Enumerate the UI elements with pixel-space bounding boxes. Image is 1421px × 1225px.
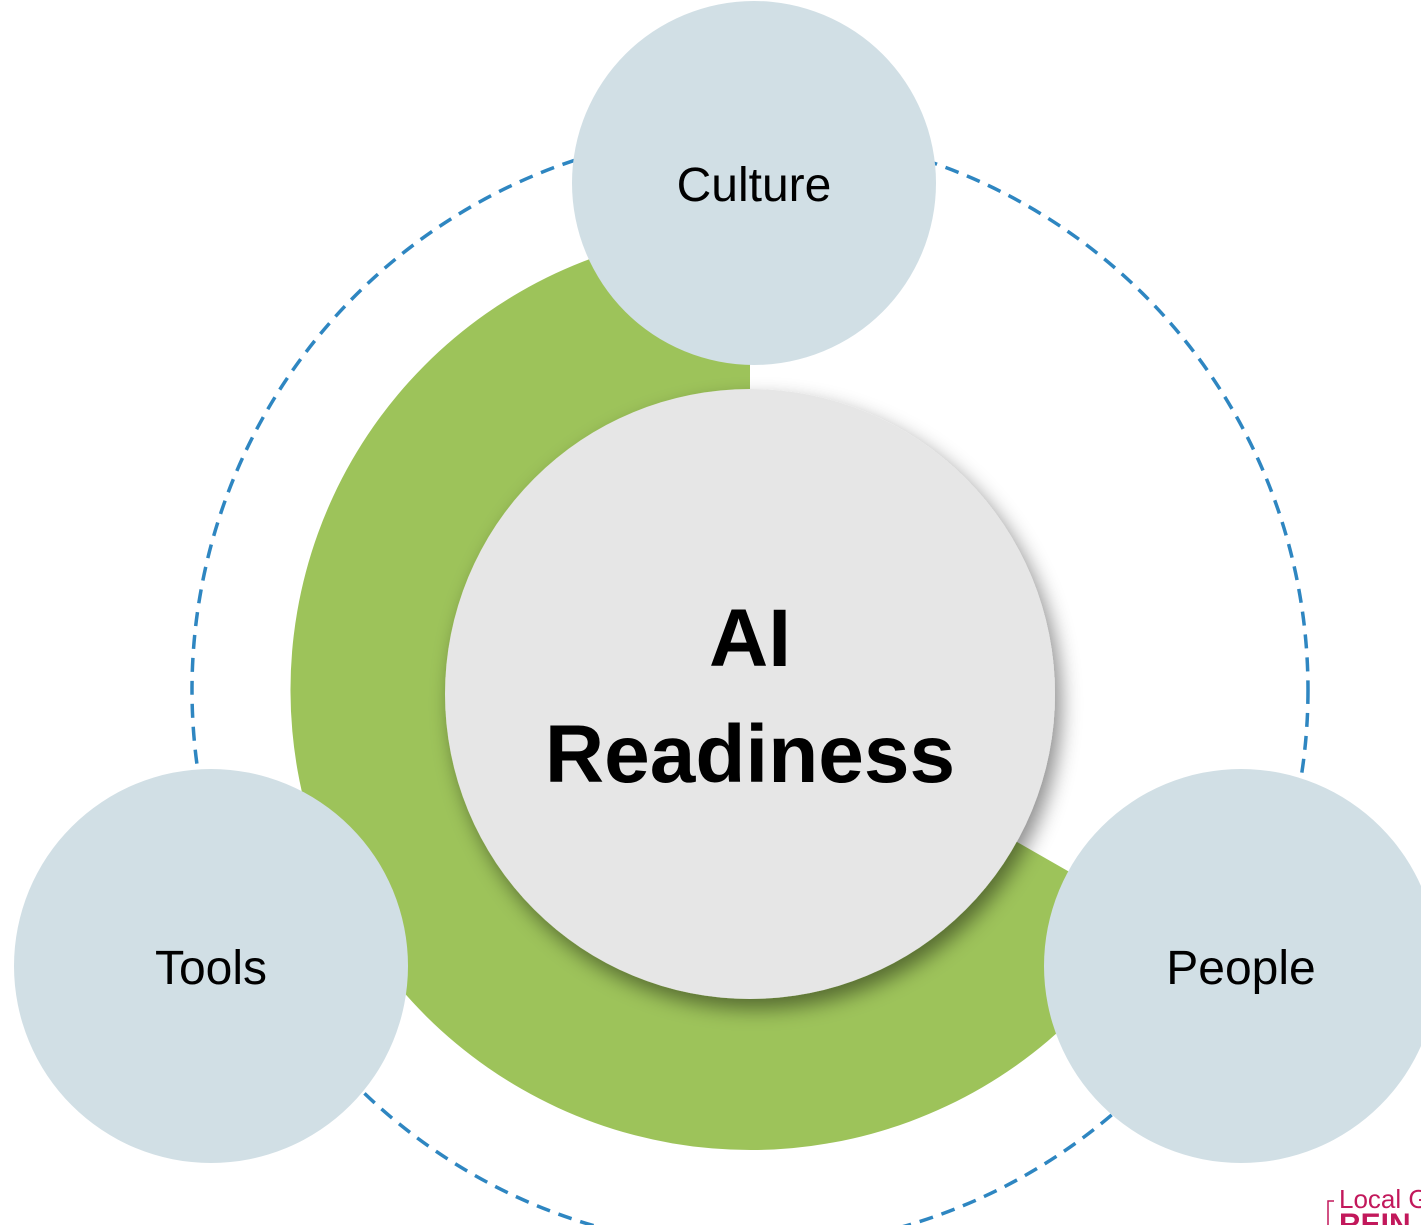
node-culture: Culture [572,1,936,365]
green-ring-segment [290,230,1150,1150]
center-circle [445,389,1055,999]
node-tools: Tools [14,769,408,1163]
node-culture-label: Culture [677,159,832,212]
brand-logo-line1: Local G [1339,1184,1421,1214]
node-people-label: People [1166,942,1315,995]
center-title-line2: Readiness [545,709,955,800]
node-people: People [1044,769,1421,1163]
brand-logo-line2: REIN [1339,1208,1411,1225]
center-title-line1: AI [709,593,791,684]
brand-logo: Local G REIN [1327,1184,1421,1225]
node-tools-label: Tools [155,942,267,995]
